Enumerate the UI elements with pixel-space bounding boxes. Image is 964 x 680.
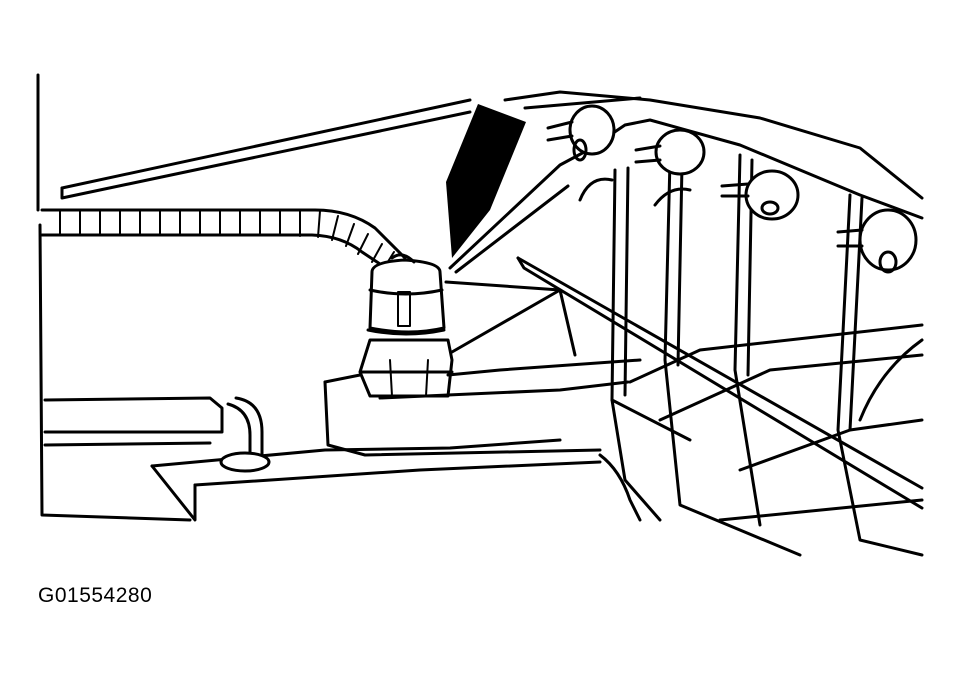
housing-left-edge <box>36 73 192 522</box>
figure-code: G01554280 <box>38 584 153 607</box>
upper-rail <box>60 90 924 200</box>
wiring-harness <box>40 208 407 274</box>
ribbed-frame <box>516 118 924 557</box>
mounting-bolts <box>546 104 918 274</box>
brake-line-tube <box>219 396 271 473</box>
pointer-arrow-icon <box>446 104 526 258</box>
bolt-1 <box>546 104 616 162</box>
bolt-4 <box>836 208 918 274</box>
bolt-3 <box>720 169 800 221</box>
sensor-connector <box>366 253 446 336</box>
sensor-hex-nut <box>358 338 454 398</box>
right-casting <box>598 338 924 522</box>
bolt-2 <box>634 128 706 176</box>
lower-left-block <box>43 396 602 522</box>
